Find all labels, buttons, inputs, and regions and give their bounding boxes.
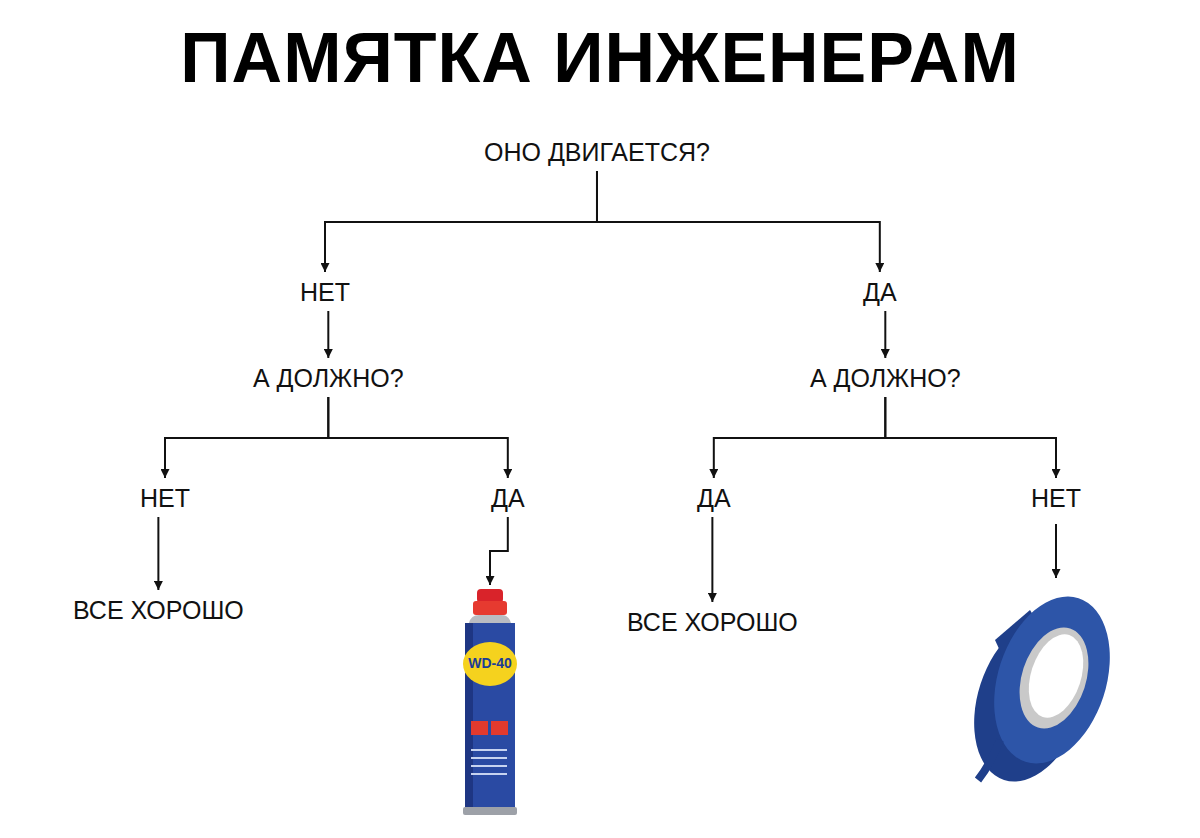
connector-arrow (597, 171, 880, 272)
node-text: ДА (487, 482, 529, 515)
connector-arrow (885, 397, 1056, 478)
connector-arrow (157, 517, 159, 590)
spray-can-node: WD-40 (459, 589, 521, 815)
connector-arrow (328, 397, 507, 478)
text-node: А ДОЛЖНО? (249, 362, 408, 395)
node-text: ВСЕ ХОРОШО (623, 606, 802, 639)
node-text: А ДОЛЖНО? (806, 362, 965, 395)
node-text: НЕТ (1027, 482, 1085, 515)
connector-arrow (711, 517, 713, 602)
connector-arrow (714, 397, 886, 478)
text-node: ДА (487, 482, 529, 515)
tape-arrow (1055, 524, 1057, 578)
node-text: ДА (693, 482, 735, 515)
can-part (471, 721, 488, 735)
node-text: ДА (859, 276, 901, 309)
node-text: WD-40 (459, 655, 521, 671)
can-part (471, 757, 507, 759)
can-part (491, 721, 508, 735)
can-part (473, 601, 507, 615)
can-part (471, 765, 507, 767)
can-part (471, 749, 507, 751)
text-node: ОНО ДВИГАЕТСЯ? (480, 136, 714, 169)
title: ПАМЯТКА ИНЖЕНЕРАМ (0, 18, 1200, 98)
text-node: НЕТ (1027, 482, 1085, 515)
text-node: ДА (693, 482, 735, 515)
node-text: ВСЕ ХОРОШО (69, 594, 248, 627)
connector-arrow (325, 171, 597, 272)
can-part (477, 589, 503, 603)
node-text: А ДОЛЖНО? (249, 362, 408, 395)
text-node: ДА (859, 276, 901, 309)
connector-arrow (884, 311, 886, 358)
text-node: НЕТ (136, 482, 194, 515)
can-part (463, 807, 517, 815)
text-node: А ДОЛЖНО? (806, 362, 965, 395)
node-text: НЕТ (296, 276, 354, 309)
text-node: ВСЕ ХОРОШО (69, 594, 248, 627)
node-text: НЕТ (136, 482, 194, 515)
connector-arrow (327, 311, 329, 358)
tape-roll (955, 582, 1130, 796)
connector-arrow (165, 397, 328, 478)
text-node: ВСЕ ХОРОШО (623, 606, 802, 639)
can-part (471, 773, 507, 775)
can-part (469, 615, 511, 623)
wd40-can (459, 589, 521, 815)
connector-arrow (490, 517, 508, 585)
node-text: ОНО ДВИГАЕТСЯ? (480, 136, 714, 169)
text-node: НЕТ (296, 276, 354, 309)
